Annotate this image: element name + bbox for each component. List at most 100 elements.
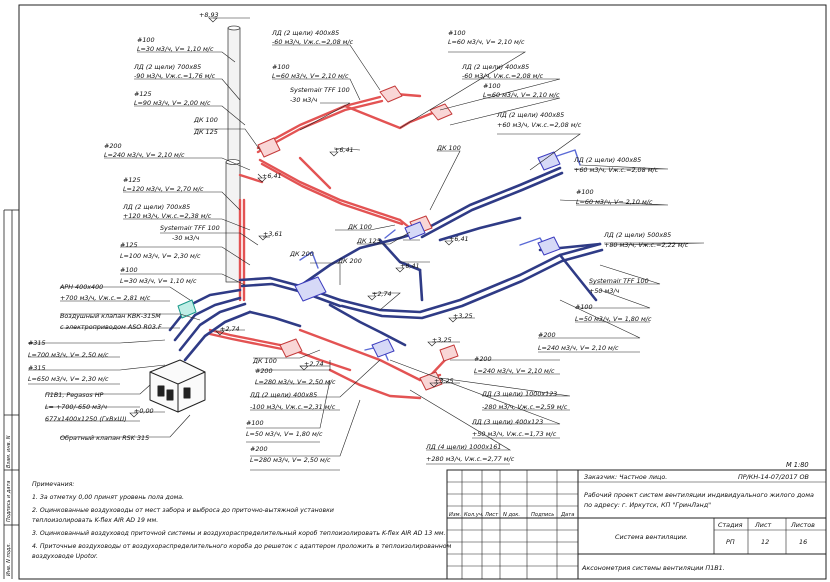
col-header: Подпись: [531, 512, 554, 518]
annotation: #315: [28, 364, 46, 372]
annotation: +700 м3/ч, Vж.с.= 2,81 м/с: [60, 294, 151, 302]
annotation: -100 м3/ч, Vж.с.=2,31 м/с: [250, 403, 336, 411]
annotation: -280 м3/ч, Vж.с.=2,59 м/с: [482, 403, 568, 411]
annotation: +8,93: [199, 11, 219, 19]
annotation: ЛД (4 щели) 1000х161: [425, 443, 501, 451]
annotation: АРН 400х400: [59, 283, 103, 291]
annotation: #100: [576, 188, 594, 196]
annotation: L=100 м3/ч, V= 2,30 м/с: [120, 252, 201, 260]
annotation: L=240 м3/ч, V= 2,10 м/с: [538, 344, 619, 352]
note-line: 4. Приточные воздуховоды от воздухораспр…: [32, 542, 452, 550]
annotations: +8,93 #100 L=30 м3/ч, V= 1,10 м/с ЛД (2 …: [28, 11, 689, 464]
annotation: #100: [137, 36, 155, 44]
annotation: #100: [483, 82, 501, 90]
blue-ducts: [168, 166, 604, 362]
annotation: ЛД (2 щели) 700х85: [133, 63, 201, 71]
annotation: +80 м3/ч, Vж.с.=2,22 м/с: [604, 241, 689, 249]
notes-block: Примечания: 1. За отметку 0,00 принят ур…: [32, 481, 452, 560]
annotation: #100: [246, 419, 264, 427]
sheet-value: 12: [761, 538, 769, 546]
annotation: +0,00: [134, 407, 154, 415]
note-line: 1. За отметку 0,00 принят уровень пола д…: [32, 494, 184, 501]
annotation: L=60 м3/ч, V= 2,10 м/с: [576, 198, 653, 206]
annotation: +3,61: [263, 230, 283, 238]
scale-label: М 1:80: [786, 461, 809, 469]
air-handling-unit: [149, 359, 206, 413]
annotation: #200: [538, 331, 556, 339]
annotation: с электроприводом ASO R03.F: [60, 323, 162, 331]
elevation-marks: [129, 17, 458, 418]
annotation: L=50 м3/ч, V= 1,80 м/с: [246, 430, 323, 438]
annotation: +6,41: [262, 172, 282, 180]
grilles-blue: [294, 151, 561, 358]
annotation: L=60 м3/ч, V= 2,10 м/с: [448, 38, 525, 46]
sheets-value: 16: [799, 538, 807, 546]
annotation: ДК 200: [337, 257, 362, 265]
col-header: Лист: [484, 512, 499, 518]
annotation: L=90 м3/ч, V= 2,00 м/с: [134, 99, 211, 107]
annotation: +3,25: [434, 377, 454, 385]
note-line: 3. Оцинкованный воздуховод приточной сис…: [32, 529, 446, 537]
annotation: #125: [134, 90, 152, 98]
annotation: Systemair TFF 100: [160, 224, 220, 232]
annotation: ЛД (2 щели) 700х85: [122, 203, 190, 211]
annotation: ЛД (2 щели) 500х85: [603, 231, 671, 239]
annotation: L=700 м3/ч, V= 2,50 м/с: [28, 351, 109, 359]
drawing-name: Аксонометрия системы вентиляции П1В1.: [581, 564, 725, 572]
col-header: Дата: [560, 512, 574, 518]
annotation: +3,25: [453, 312, 473, 320]
title-block-text: Заказчик: Частное лицо. ПР/КН-14-07/2017…: [449, 473, 815, 572]
annotation: L=120 м3/ч, V= 2,70 м/с: [123, 185, 204, 193]
annotation: #315: [28, 339, 46, 347]
annotation: ДК 125: [193, 128, 218, 136]
stage-value: РП: [726, 538, 735, 546]
title-block: [446, 469, 827, 580]
annotation: Systemair TFF 100: [589, 277, 649, 285]
annotation: +6,41: [400, 262, 420, 270]
sheet-label: Лист: [754, 521, 771, 529]
annotation: #200: [255, 367, 273, 375]
project-title: Рабочий проект систем вентиляции индивид…: [584, 491, 814, 499]
note-line: теплоизолировать K-flex AIR AD 19 мм.: [32, 517, 158, 524]
annotation: ЛД (2 щели) 400х85: [573, 156, 641, 164]
binding-strip: Взам. инв. N Подпись и дата Инв. N подл.: [3, 209, 19, 579]
annotation: -30 м3/ч: [172, 234, 200, 242]
annotation: ЛД (2 щели) 400х85: [496, 111, 564, 119]
annotation: +2,74: [372, 290, 392, 298]
annotation: +6,41: [334, 146, 354, 154]
stage-label: Стадия: [718, 521, 743, 529]
note-line: воздуховоде Upotor.: [32, 552, 98, 560]
sheets-label: Листов: [790, 521, 815, 529]
annotation: #100: [272, 63, 290, 71]
annotation: +3,25: [432, 336, 452, 344]
annotation: +60 м3/ч, Vж.с.=2,08 м/с: [497, 121, 582, 129]
annotation: #200: [250, 445, 268, 453]
annotation: +120 м3/ч, Vж.с.=2,38 м/с: [123, 212, 212, 220]
annotation: #200: [474, 355, 492, 363]
annotation: ДК 100: [436, 144, 461, 152]
customer: Заказчик: Частное лицо.: [584, 473, 667, 481]
col-header: Изм.: [449, 512, 461, 518]
duct-network: [149, 25, 604, 413]
annotation: L=280 м3/ч, V= 2,50 м/с: [255, 378, 336, 386]
annotation: L=240 м3/ч, V= 2,10 м/с: [474, 367, 555, 375]
annotation: #200: [104, 142, 122, 150]
document-code: ПР/КН-14-07/2017 ОВ: [738, 473, 809, 481]
annotation: П1В1, Pegasos HP: [45, 391, 104, 399]
annotation: ДК 100: [193, 116, 218, 124]
annotation: +2,74: [220, 325, 240, 333]
leader-lines: [28, 17, 705, 471]
annotation: ЛД (2 щели) 400х85: [271, 29, 339, 37]
annotation: +6,41: [449, 235, 469, 243]
annotation: ЛД (2 щели) 400х85: [249, 391, 317, 399]
annotation: -90 м3/ч, Vж.с.=1,76 м/с: [134, 72, 216, 80]
annotation: #100: [448, 29, 466, 37]
note-line: 2. Оцинкованные воздуховоды от мест забо…: [32, 506, 334, 514]
annotation: ДК 125: [356, 237, 381, 245]
annotation: ЛД (3 щели) 1000х123: [481, 390, 557, 398]
annotation: +60 м3/ч, Vж.с.=2,08 м/с: [574, 166, 659, 174]
annotation: ЛД (3 щели) 400х123: [471, 418, 543, 426]
strip-label-signature: Подпись и дата: [6, 481, 12, 522]
annotation: Systemair TFF 100: [290, 86, 350, 94]
